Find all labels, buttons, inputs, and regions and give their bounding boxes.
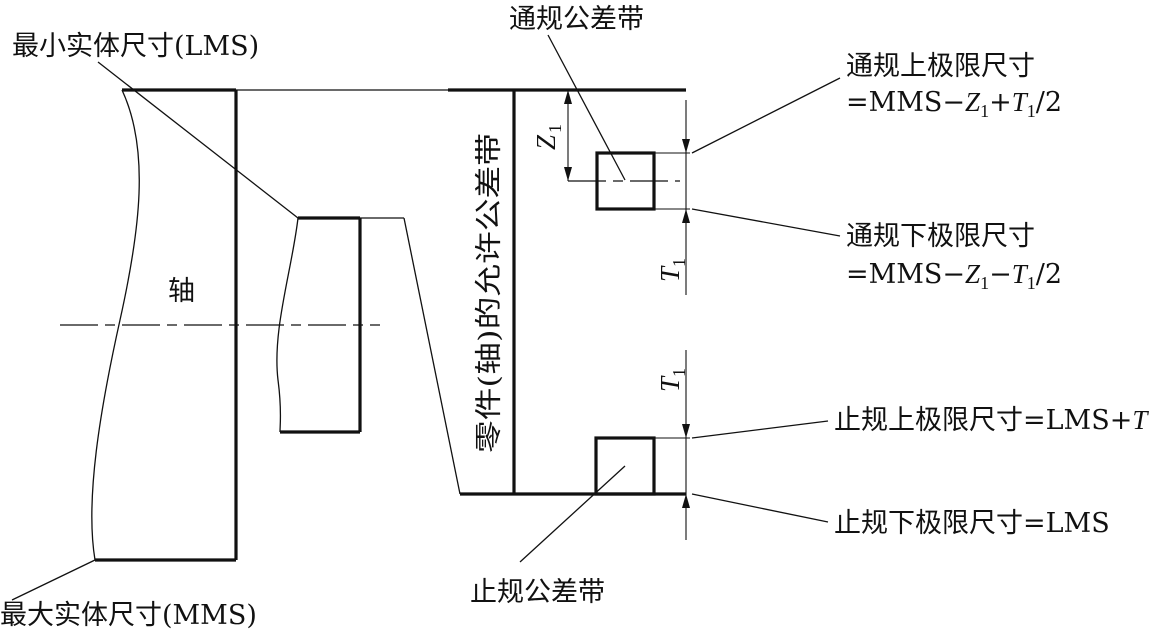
z1-symbol: Z: [531, 134, 561, 150]
nogo-lower-label: 止规下极限尺寸=LMS: [834, 508, 1110, 539]
right-dimension-column: T 1 T 1: [654, 100, 690, 540]
z1-arrow-bottom: [564, 167, 572, 181]
go-upper-z-sub: 1: [980, 101, 989, 121]
t1-subscript-lower: 1: [669, 368, 689, 377]
go-upper-prefix: =MMS−: [846, 87, 965, 118]
go-upper-title: 通规上极限尺寸: [846, 51, 1035, 82]
go-gauge-zone-box: [568, 151, 680, 211]
go-upper-t: T: [1012, 87, 1029, 117]
nogo-gauge-zone-label: 止规公差带: [470, 577, 605, 608]
go-lower-t: T: [1012, 259, 1029, 289]
nogo-upper-leader: [691, 420, 829, 439]
lms-leader: [97, 61, 299, 219]
go-lower-z-sub: 1: [980, 273, 989, 293]
t1-symbol-upper: T: [655, 265, 685, 282]
go-lower-formula: =MMS−Z1−T1/2: [846, 259, 1062, 293]
z1-arrow-top: [564, 90, 572, 104]
nogo-zone-leader: [519, 465, 626, 563]
go-zone-leader: [547, 34, 626, 181]
go-upper-mid: +: [989, 87, 1012, 118]
go-t1-arrow-top: [682, 139, 690, 153]
go-upper-leader: [691, 77, 841, 154]
z1-subscript: 1: [545, 124, 565, 133]
go-lower-z: Z: [965, 259, 981, 289]
lms-step-break-line: [276, 217, 299, 433]
mms-leader: [11, 559, 96, 601]
shaft-label: 轴: [168, 276, 195, 307]
nogo-upper-t: T: [1132, 405, 1149, 435]
nogo-t1-arrow-bottom: [682, 494, 690, 508]
nogo-upper-text: 止规上极限尺寸=LMS+: [834, 405, 1132, 436]
leader-lines: [11, 34, 841, 601]
t1-symbol-lower: T: [655, 375, 685, 392]
lms-step: [276, 216, 362, 434]
nogo-gauge-rect: [594, 436, 656, 496]
nogo-upper-label: 止规上极限尺寸=LMS+T: [834, 405, 1149, 436]
go-gauge-zone-label: 通规公差带: [509, 4, 644, 35]
lms-label: 最小实体尺寸(LMS): [12, 31, 259, 62]
go-t1-arrow-bottom: [682, 209, 690, 223]
shaft-break-line-left: [91, 89, 140, 561]
go-upper-z: Z: [965, 87, 981, 117]
mms-label: 最大实体尺寸(MMS): [0, 600, 257, 631]
shaft-body: [60, 88, 380, 562]
part-tolerance-zone-label: 零件(轴)的允许公差带: [474, 133, 505, 453]
go-upper-suffix: /2: [1036, 87, 1062, 118]
go-lower-prefix: =MMS−: [846, 259, 965, 290]
go-lower-mid: −: [989, 259, 1012, 290]
nogo-lower-leader: [691, 493, 829, 523]
go-upper-t-sub: 1: [1027, 101, 1036, 121]
lms-extension-line-b: [403, 217, 461, 495]
go-upper-formula: =MMS−Z1+T1/2: [846, 87, 1062, 121]
go-lower-leader: [691, 208, 841, 237]
t1-subscript-upper: 1: [669, 258, 689, 267]
go-lower-title: 通规下极限尺寸: [846, 221, 1035, 252]
z1-dimension: Z 1: [531, 90, 572, 181]
go-lower-suffix: /2: [1036, 259, 1062, 290]
go-lower-t-sub: 1: [1027, 273, 1036, 293]
nogo-t1-arrow-top: [682, 424, 690, 438]
